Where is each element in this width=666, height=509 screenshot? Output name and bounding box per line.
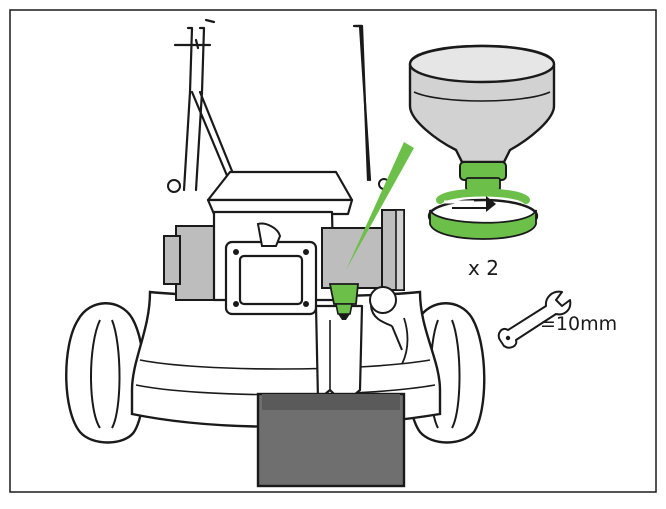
oil-drain-chute [314, 304, 364, 406]
drain-plug-highlight [328, 283, 359, 320]
mower-handles [173, 18, 372, 192]
wrench-icon [497, 290, 572, 349]
rotation-arrow-icon [427, 188, 539, 240]
left-wheel [65, 302, 146, 444]
repeat-count-label: x 2 [468, 256, 499, 280]
engine-left-block [163, 225, 221, 301]
drain-plug-detail [408, 44, 556, 196]
deck-contour-1 [139, 359, 431, 370]
oil-collection-tray [256, 392, 406, 488]
frame-border [9, 9, 657, 493]
engine-housing [212, 210, 336, 316]
callout-pointer [346, 142, 414, 270]
engine-top-cover [206, 170, 354, 216]
wrench-size-label: =10mm [540, 313, 618, 335]
oil-fill-cap [369, 286, 409, 365]
engine-right-block [321, 209, 405, 291]
